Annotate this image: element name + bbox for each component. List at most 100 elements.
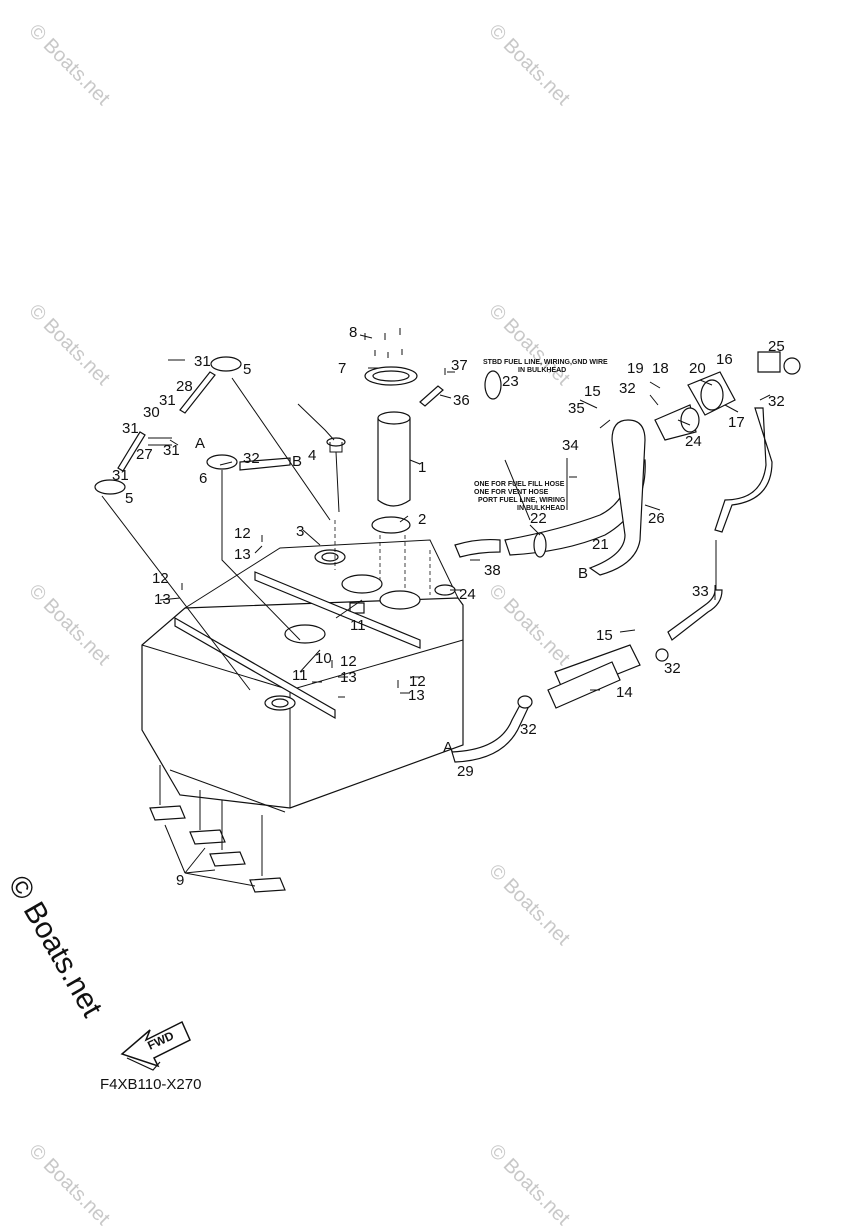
hose-33 — [667, 589, 723, 641]
vent-fitting-25 — [757, 351, 781, 373]
diagram-drawing: A B B A STBD FUEL LINE, WIRING,GND WIRE … — [94, 324, 801, 1071]
vent-leaders — [101, 377, 331, 691]
connector-b: B — [292, 453, 302, 470]
callout-12: 12 — [340, 653, 357, 670]
callout-15: 15 — [596, 627, 613, 644]
fasteners — [148, 328, 568, 688]
callout-23: 23 — [502, 373, 519, 390]
callout-5: 5 — [243, 361, 251, 378]
callout-21: 21 — [592, 536, 609, 553]
callout-24: 24 — [685, 433, 702, 450]
filler-clamp — [680, 407, 700, 433]
callout-28: 28 — [176, 378, 193, 395]
callout-20: 20 — [689, 360, 706, 377]
hose-29 — [451, 704, 529, 763]
tank-pads — [149, 765, 286, 893]
hose-38 — [454, 538, 501, 558]
vent-cap-lower — [94, 479, 126, 495]
connector-a: A — [195, 435, 205, 452]
callout-12: 12 — [152, 570, 169, 587]
callout-8: 8 — [349, 324, 357, 341]
callout-32: 32 — [243, 450, 260, 467]
callout-12: 12 — [234, 525, 251, 542]
callout-38: 38 — [484, 562, 501, 579]
callout-15: 15 — [584, 383, 601, 400]
filler-opening-inner — [271, 698, 289, 708]
callout-24: 24 — [459, 586, 476, 603]
sender-wire — [297, 403, 335, 441]
callout-13: 13 — [340, 669, 357, 686]
pump-top — [377, 411, 411, 425]
callout-29: 29 — [457, 763, 474, 780]
note-port: IN BULKHEAD — [517, 505, 565, 512]
note-port: ONE FOR FUEL FILL HOSE — [474, 481, 565, 488]
callout-36: 36 — [453, 392, 470, 409]
callout-12: 12 — [409, 673, 426, 690]
o-ring-23 — [484, 370, 502, 400]
hose-28 — [179, 371, 216, 414]
sender-cap — [326, 437, 346, 447]
fuel-pump-assembly — [334, 366, 431, 595]
hose-29-clamp — [517, 695, 533, 709]
pad — [209, 851, 246, 867]
note-stbd: IN BULKHEAD — [518, 367, 566, 374]
callout-30: 30 — [143, 404, 160, 421]
callout-18: 18 — [652, 360, 669, 377]
callout-26: 26 — [648, 510, 665, 527]
fuel-sender — [297, 403, 346, 513]
callout-22: 22 — [530, 510, 547, 527]
filler-cap-16 — [700, 379, 724, 411]
callout-32: 32 — [664, 660, 681, 677]
sender-rod — [329, 442, 343, 513]
fittings-30 — [148, 437, 172, 446]
callout-1: 1 — [418, 459, 426, 476]
callout-14: 14 — [616, 684, 633, 701]
callout-13: 13 — [154, 591, 171, 608]
pad-leaders — [164, 824, 256, 887]
fwd-arrow-icon: FWD — [120, 1020, 191, 1071]
fuel-pump — [377, 417, 411, 507]
strap-upper — [254, 571, 421, 649]
connector-a: A — [443, 739, 453, 756]
pump-flange — [341, 574, 383, 594]
callout-31: 31 — [163, 442, 180, 459]
fuel-hose-29 — [451, 695, 533, 763]
tank-opening-inner — [321, 552, 339, 562]
callout-11: 11 — [292, 667, 308, 684]
hose-27 — [117, 431, 146, 472]
callout-17: 17 — [728, 414, 745, 431]
hose-32 — [239, 457, 291, 471]
fill-hose-21 — [504, 459, 646, 556]
filter-bracket — [547, 661, 621, 709]
filter-clamp — [655, 648, 669, 662]
callout-4: 4 — [308, 447, 316, 464]
parts-diagram: © Boats.net © Boats.net © Boats.net © Bo… — [1, 20, 801, 1230]
pad — [249, 877, 286, 893]
pad — [189, 829, 226, 845]
note-port: PORT FUEL LINE, WIRING — [478, 497, 566, 504]
callout-34: 34 — [562, 437, 579, 454]
callout-33: 33 — [692, 583, 709, 600]
callout-37: 37 — [451, 357, 468, 374]
callout-25: 25 — [768, 338, 785, 355]
callout-31: 31 — [159, 392, 176, 409]
hose-clamp — [533, 532, 547, 558]
vent-flange — [284, 624, 326, 644]
callout-7: 7 — [338, 360, 346, 377]
callout-31: 31 — [194, 353, 211, 370]
tank-straps — [174, 571, 421, 720]
pump-plate-inner — [372, 370, 410, 382]
leader-lines — [159, 334, 771, 698]
callout-11: 11 — [350, 617, 366, 634]
strap-lower — [174, 616, 336, 720]
callout-32: 32 — [619, 380, 636, 397]
callout-19: 19 — [627, 360, 644, 377]
vent-cap-6 — [206, 454, 238, 470]
callout-9: 9 — [176, 872, 184, 889]
callout-16: 16 — [716, 351, 733, 368]
callout-5: 5 — [125, 490, 133, 507]
callout-13: 13 — [234, 546, 251, 563]
note-stbd: STBD FUEL LINE, WIRING,GND WIRE — [483, 359, 608, 366]
callout-13: 13 — [408, 687, 425, 704]
callout-31: 31 — [112, 467, 129, 484]
